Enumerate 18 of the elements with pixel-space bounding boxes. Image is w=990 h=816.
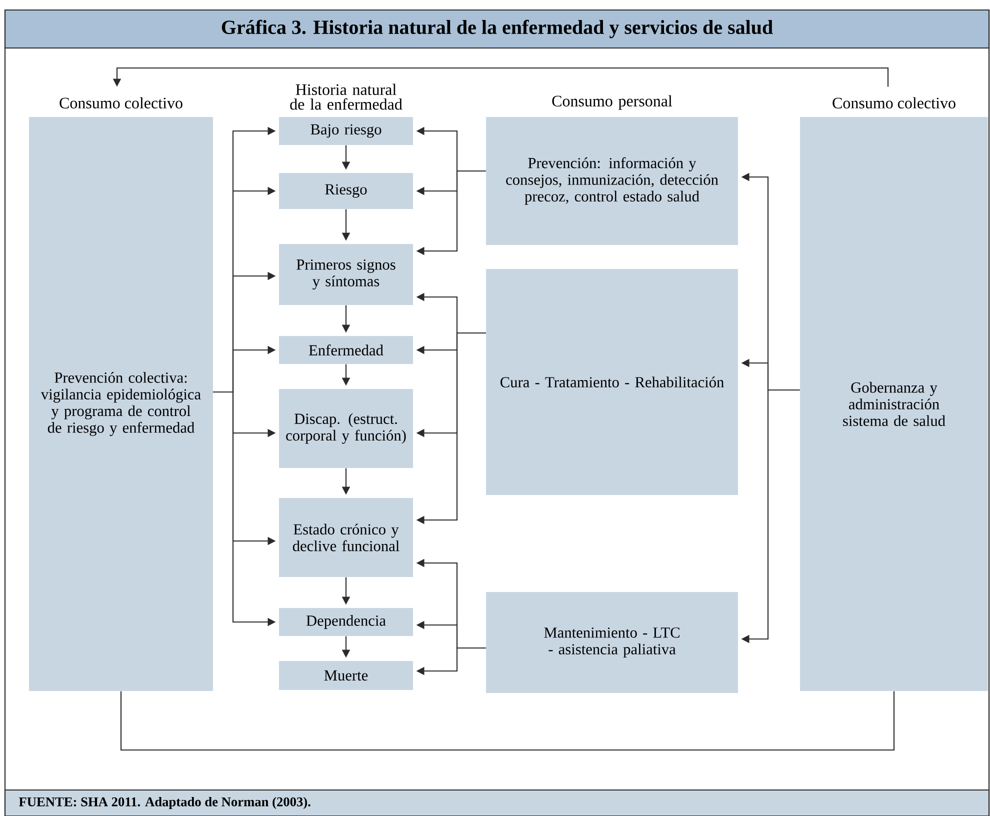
stage-box: Bajo riesgo — [279, 117, 413, 145]
stage-box: Muerte — [279, 661, 413, 690]
title-bar: Gráfica 3. Historia natural de la enfermedad y servicios de salud — [4, 9, 990, 49]
service-box: Gobernanza y administración sistema de salud — [800, 117, 988, 691]
stage-box: Riesgo — [279, 173, 413, 209]
stage-box: Primeros signos y síntomas — [279, 244, 413, 305]
stage-box: Enfermedad — [279, 336, 413, 364]
stage-box: Discap. (estruct. corporal y función) — [279, 389, 413, 468]
column-heading: Consumo colectivo — [60, 97, 182, 108]
service-box: Prevención colectiva: vigilancia epidemiológica y programa de control de riesgo y enfermedad — [29, 117, 213, 691]
column-heading: Historia natural de la enfermedad — [290, 84, 402, 110]
service-box: Cura - Tratamiento - Rehabilitación — [486, 269, 738, 495]
stage-box: Estado crónico y declive funcional — [279, 498, 413, 577]
column-heading: Consumo colectivo — [832, 97, 956, 108]
service-box: Prevención: información y consejos, inmunización, detección precoz, control estado salud — [486, 117, 738, 245]
stage-box: Dependencia — [279, 608, 413, 636]
service-box: Mantenimiento - LTC - asistencia paliativa — [486, 592, 738, 693]
source-bar: FUENTE: SHA 2011. Adaptado de Norman (2003). — [4, 789, 990, 816]
